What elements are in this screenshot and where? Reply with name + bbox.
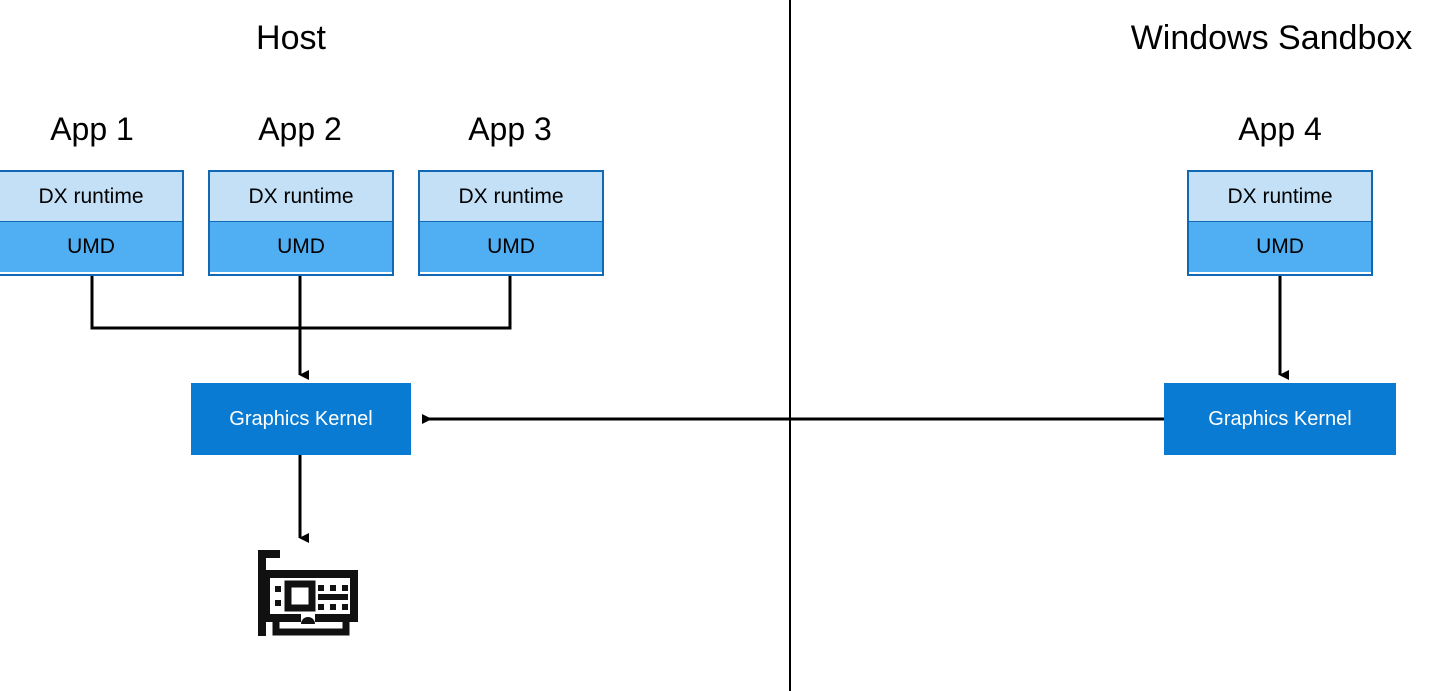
app-label-app-4: App 4: [1238, 111, 1322, 147]
app-stack-app-1[interactable]: DX runtime UMD: [0, 170, 184, 276]
app-label-app-1: App 1: [50, 111, 134, 147]
app-3-umd-layer[interactable]: UMD: [420, 222, 602, 272]
gpu-card-icon: [252, 548, 360, 638]
app-4-umd-layer[interactable]: UMD: [1189, 222, 1371, 272]
app-2-dx-runtime-layer[interactable]: DX runtime: [210, 172, 392, 222]
app-stack-app-4[interactable]: DX runtime UMD: [1187, 170, 1373, 276]
zone-divider: [789, 0, 791, 691]
zone-title-windows-sandbox: Windows Sandbox: [1130, 19, 1413, 57]
connector-app3-to-bus: [300, 276, 512, 330]
app-4-dx-runtime-layer[interactable]: DX runtime: [1189, 172, 1371, 222]
zone-title-host: Host: [256, 19, 326, 57]
graphics-kernel-host[interactable]: Graphics Kernel: [191, 383, 411, 455]
app-stack-app-2[interactable]: DX runtime UMD: [208, 170, 394, 276]
graphics-kernel-sandbox[interactable]: Graphics Kernel: [1164, 383, 1396, 455]
connector-app1-to-bus: [90, 276, 300, 330]
app-2-umd-layer[interactable]: UMD: [210, 222, 392, 272]
app-3-dx-runtime-layer[interactable]: DX runtime: [420, 172, 602, 222]
app-1-dx-runtime-layer[interactable]: DX runtime: [0, 172, 182, 222]
app-label-app-2: App 2: [258, 111, 342, 147]
app-1-umd-layer[interactable]: UMD: [0, 222, 182, 272]
app-stack-app-3[interactable]: DX runtime UMD: [418, 170, 604, 276]
app-label-app-3: App 3: [468, 111, 552, 147]
